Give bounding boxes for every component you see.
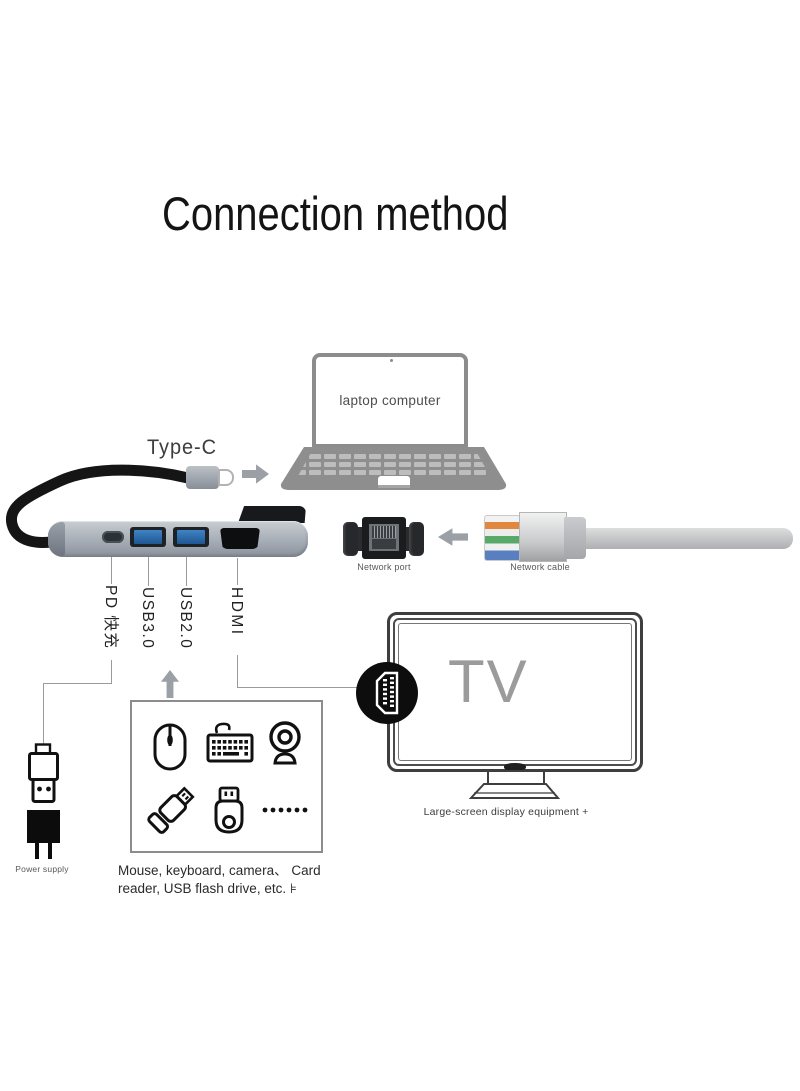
hdmi-plug-icon xyxy=(375,671,399,715)
page-title: Connection method xyxy=(162,187,509,240)
tv-frame: TV xyxy=(387,612,643,772)
usb-c-pd-port xyxy=(102,531,124,543)
network-cable-wires xyxy=(484,515,521,561)
arrow-left-icon xyxy=(438,528,468,546)
power-adapter xyxy=(27,810,60,843)
ethernet-port-bump xyxy=(238,506,306,523)
peripherals-caption-line1: Mouse, keyboard, camera、 Card xyxy=(118,863,321,878)
pd-line-down xyxy=(111,660,112,684)
hdmi-line-down xyxy=(237,655,238,688)
keyboard-icon xyxy=(206,722,254,763)
network-cable-boot xyxy=(564,517,586,559)
typec-label: Type-C xyxy=(147,436,218,459)
tv-text: TV xyxy=(448,648,529,715)
typec-connector-sleeve xyxy=(186,466,219,489)
tv-stand xyxy=(468,770,561,799)
usb2-port xyxy=(173,527,209,547)
callout-line-pd xyxy=(111,557,112,584)
power-prong-left xyxy=(35,843,39,859)
peripherals-caption: Mouse, keyboard, camera、 Card reader, US… xyxy=(118,862,333,898)
pd-line-horizontal xyxy=(43,683,112,684)
power-prong-right xyxy=(48,843,52,859)
arrow-up-icon xyxy=(161,670,179,698)
power-line-down xyxy=(43,683,44,745)
usb-flash-drive-icon xyxy=(147,786,195,834)
usb2-tongue xyxy=(177,530,205,544)
laptop-label: laptop computer xyxy=(339,393,441,408)
power-supply-label: Power supply xyxy=(15,864,69,874)
network-port-right-post xyxy=(409,522,424,556)
ellipsis-icon xyxy=(262,807,308,813)
network-port-pins xyxy=(372,526,396,538)
usb3-port xyxy=(130,527,166,547)
laptop-base xyxy=(280,447,507,490)
hub-left-cap xyxy=(48,522,65,556)
peripherals-caption-line2: reader, USB flash drive, etc. ⊧ xyxy=(118,881,297,896)
callout-line-usb3 xyxy=(148,557,149,586)
laptop-screen: laptop computer xyxy=(312,353,468,448)
network-cable-cord xyxy=(578,528,793,549)
network-cable-connector xyxy=(519,512,567,562)
network-cable-label: Network cable xyxy=(510,562,570,572)
port-label-hdmi: HDMI xyxy=(228,587,245,637)
port-label-usb2: USB2.0 xyxy=(177,587,194,650)
hdmi-line-horizontal xyxy=(237,687,363,688)
hdmi-port xyxy=(220,528,260,549)
peripherals-box xyxy=(130,700,323,853)
mouse-icon xyxy=(153,723,187,771)
callout-line-usb2 xyxy=(186,557,187,586)
typec-connector-tip xyxy=(218,469,234,486)
tv-caption: Large-screen display equipment + xyxy=(423,806,589,818)
network-port-left-post xyxy=(343,522,358,556)
usb-c-cable xyxy=(5,464,194,548)
network-port-opening xyxy=(372,539,396,549)
webcam-icon xyxy=(269,721,301,765)
port-label-pd: PD 快充 xyxy=(102,585,119,650)
tv-logo-notch xyxy=(504,763,526,771)
card-reader-icon xyxy=(214,786,244,834)
network-port-label: Network port xyxy=(357,562,411,572)
port-label-usb3: USB3.0 xyxy=(139,587,156,650)
usb-plug-icon xyxy=(28,743,59,803)
laptop-camera-dot xyxy=(390,359,393,362)
usb3-tongue xyxy=(134,530,162,544)
callout-line-hdmi xyxy=(237,558,238,585)
